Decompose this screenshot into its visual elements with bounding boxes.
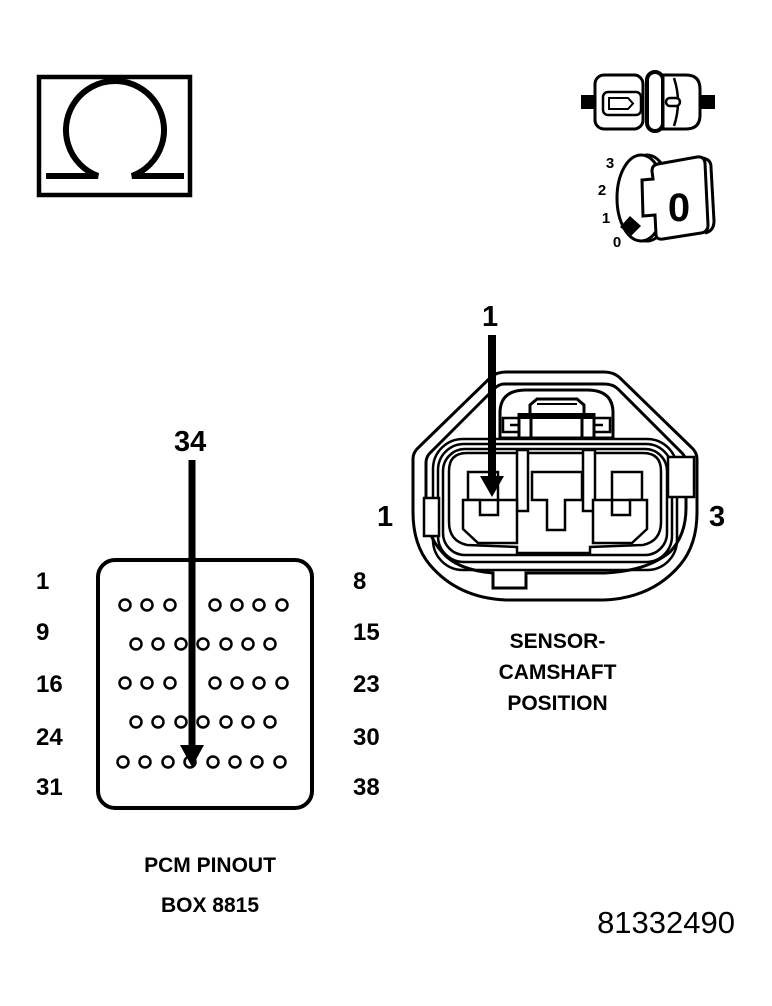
pcm-pin (138, 755, 152, 769)
pcm-pin (196, 715, 210, 729)
pcm-caption-line2: BOX 8815 (160, 894, 260, 917)
pcm-row-label-31: 31 (36, 774, 63, 801)
rotary-dial-icon: 3 2 1 0 0 (598, 153, 716, 251)
pcm-pin (263, 637, 277, 651)
right-wire-stub (700, 95, 715, 109)
female-connector-body (661, 73, 702, 131)
pcm-pin (116, 755, 130, 769)
left-wire-stub (581, 95, 597, 109)
pin-34-arrow (180, 460, 204, 767)
terminal-2 (530, 470, 584, 532)
pcm-row-label-1: 1 (36, 568, 50, 595)
pcm-row-label-30: 30 (353, 724, 380, 751)
inline-connector-icon (581, 70, 715, 133)
latch-hook-right (594, 416, 612, 434)
pcm-row-label-9: 9 (36, 619, 50, 646)
sensor-pin3-label: 3 (709, 501, 726, 533)
pcm-row-label-38: 38 (353, 774, 380, 801)
terminal-3 (610, 470, 644, 502)
dial-face-plate (640, 155, 710, 241)
pcm-caption: PCM PINOUT BOX 8815 (105, 846, 315, 926)
pcm-pin (163, 676, 177, 690)
pcm-pin-grid (116, 598, 289, 769)
sensor-caption-line1: SENSOR- (509, 630, 606, 653)
pcm-pin (219, 637, 233, 651)
pcm-row-label-15: 15 (353, 619, 380, 646)
pcm-pin (161, 755, 175, 769)
pcm-pin (118, 598, 132, 612)
pcm-pinout-drawing (96, 460, 314, 810)
pcm-pin (241, 637, 255, 651)
sensor-caption-line3: POSITION (507, 692, 608, 715)
pcm-pin (174, 637, 188, 651)
pcm-pin (230, 598, 244, 612)
pcm-pin (252, 598, 266, 612)
pcm-pin (252, 676, 266, 690)
pcm-caption-line1: PCM PINOUT (144, 854, 276, 877)
pcm-pin (151, 715, 165, 729)
pcm-pin (275, 676, 289, 690)
pcm-box-outline (96, 558, 314, 810)
dial-scale-3: 3 (606, 155, 614, 172)
terminal-1-arrow (480, 335, 504, 497)
pcm-pin (151, 637, 165, 651)
pcm-row-label-16: 16 (36, 671, 63, 698)
pcm-pin (163, 598, 177, 612)
dial-scale-2: 2 (598, 182, 606, 199)
lock-tab (528, 397, 586, 413)
pcm-pin (241, 715, 255, 729)
pcm-pin (230, 676, 244, 690)
right-key-notch (666, 455, 696, 499)
pcm-row-label-24: 24 (36, 724, 63, 751)
pcm-pin (228, 755, 242, 769)
latch-hook-left (501, 416, 519, 434)
sensor-arrow-label: 1 (482, 301, 499, 333)
pcm-pin (206, 755, 220, 769)
pcm-pin (250, 755, 264, 769)
sensor-pin1-label: 1 (377, 501, 394, 533)
pcm-row-label-8: 8 (353, 568, 367, 595)
pcm-pin (140, 676, 154, 690)
left-key-notch (422, 496, 441, 538)
pcm-pin (208, 676, 222, 690)
pcm-pin (129, 637, 143, 651)
ohmmeter-omega-icon (36, 74, 193, 198)
pcm-row-label-23: 23 (353, 671, 380, 698)
pcm-pin (129, 715, 143, 729)
diamond-marker-icon (620, 216, 641, 236)
pcm-pin (118, 676, 132, 690)
dial-scale-0: 0 (613, 234, 621, 251)
pcm-pin (140, 598, 154, 612)
camshaft-sensor-connector-drawing (411, 335, 699, 602)
pcm-pin (273, 755, 287, 769)
pcm-arrow-label: 34 (174, 426, 207, 458)
dial-face-label: 0 (668, 186, 690, 230)
pcm-pin (174, 715, 188, 729)
pcm-pin (263, 715, 277, 729)
pcm-pin (208, 598, 222, 612)
connector-seal-ring (645, 70, 665, 133)
dial-scale-1: 1 (602, 210, 610, 227)
pcm-pin (219, 715, 233, 729)
sensor-caption-line2: CAMSHAFT (498, 661, 617, 684)
pcm-pin (275, 598, 289, 612)
sensor-caption: SENSOR- CAMSHAFT POSITION (455, 626, 660, 719)
figure-number: 81332490 (597, 905, 735, 940)
pcm-pin (196, 637, 210, 651)
